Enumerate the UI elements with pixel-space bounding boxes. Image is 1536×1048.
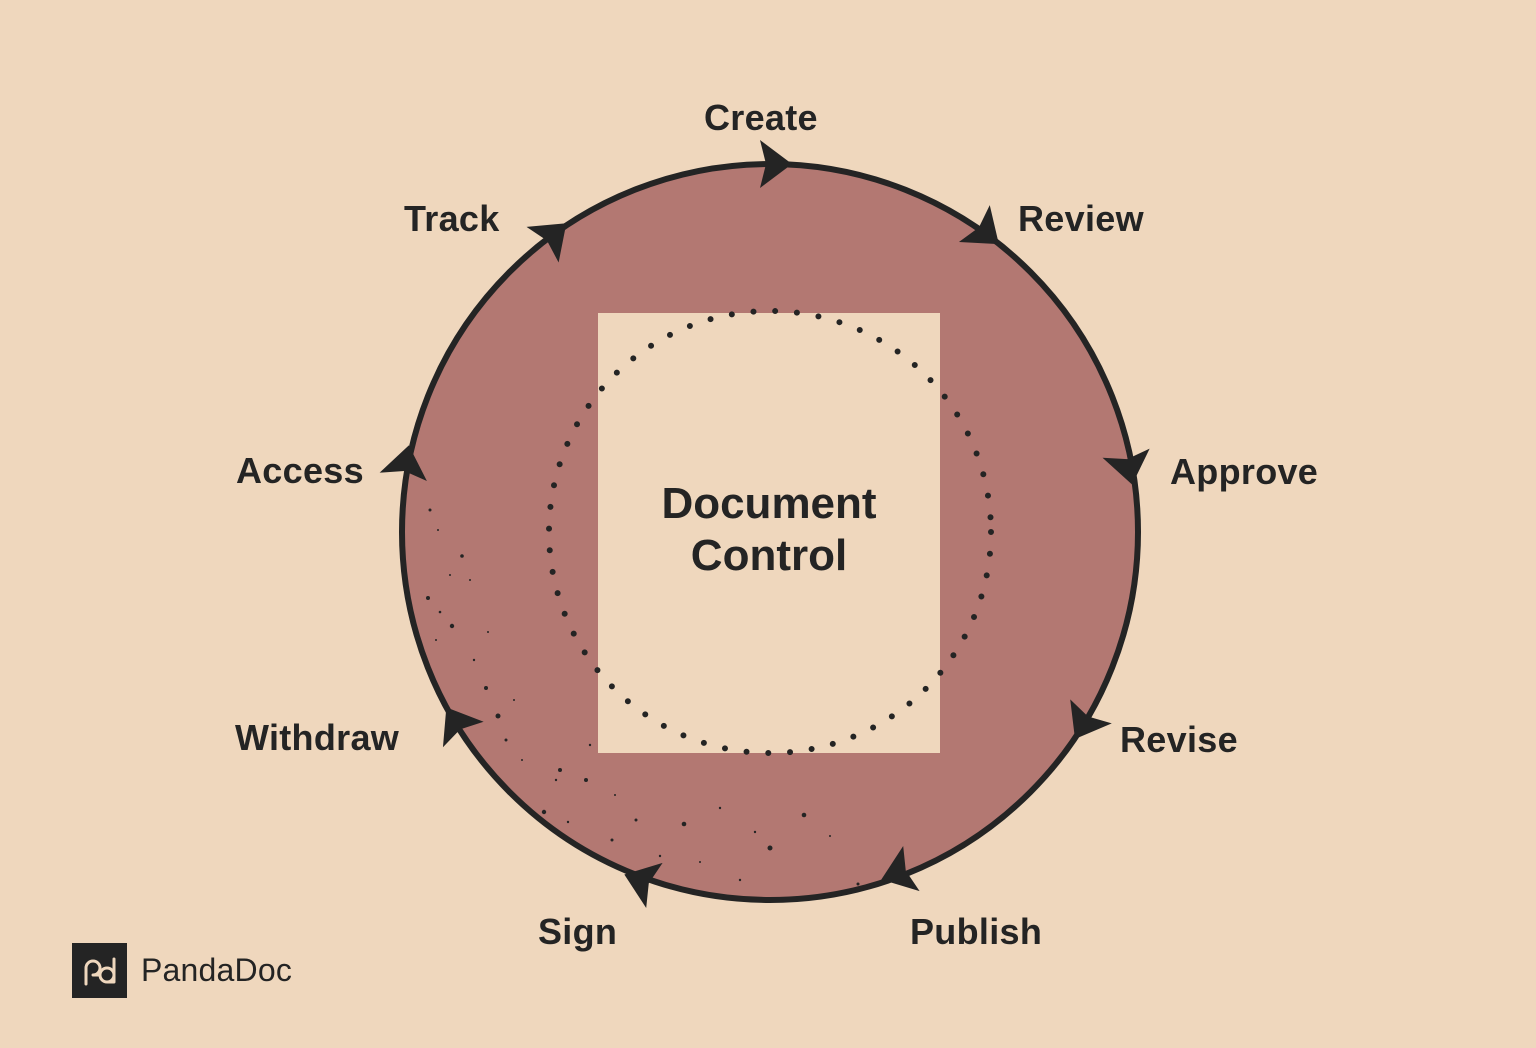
stage-label-create: Create: [704, 97, 818, 138]
arrow-icon-access: [379, 445, 427, 482]
stage-label-review: Review: [1018, 198, 1144, 239]
stage-label-sign: Sign: [538, 911, 618, 952]
stage-label-withdraw: Withdraw: [235, 717, 400, 758]
brand-name: PandaDoc: [141, 952, 293, 988]
dotted-inner-circle: [546, 308, 994, 756]
arrow-icon-publish: [881, 846, 920, 892]
arrow-icon-approve: [1102, 448, 1150, 485]
arrow-icon-revise: [1070, 699, 1112, 740]
stage-label-access: Access: [236, 450, 364, 491]
pd-glyph-icon: [84, 957, 115, 985]
arrow-icon-review: [958, 205, 999, 245]
center-title-line2: Control: [690, 531, 848, 580]
stage-label-revise: Revise: [1120, 719, 1238, 760]
pandadoc-logo-icon: [72, 943, 127, 998]
center-panel: [598, 313, 940, 753]
stage-label-approve: Approve: [1170, 451, 1319, 492]
speckle-texture: [426, 508, 860, 886]
brand: PandaDoc: [72, 943, 292, 998]
arrow-icon-create: [760, 140, 792, 188]
arrowheads: [379, 140, 1150, 908]
center-title-line1: Document: [661, 479, 877, 528]
arrow-icon-withdraw: [442, 707, 484, 748]
center-title: Document Control: [598, 478, 940, 582]
arrow-icon-track: [526, 223, 567, 263]
stage-label-track: Track: [404, 198, 500, 239]
arrow-icon-sign: [624, 862, 663, 908]
stage-label-publish: Publish: [910, 911, 1043, 952]
